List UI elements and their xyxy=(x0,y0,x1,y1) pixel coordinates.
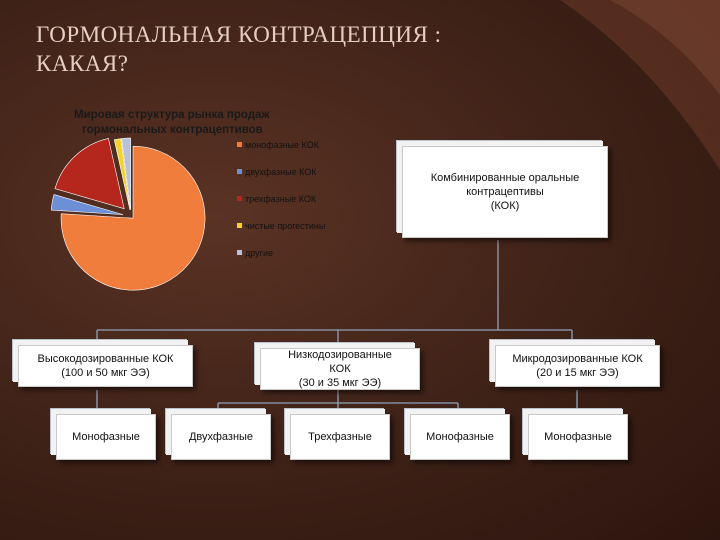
leaf-box-4: Монофазные xyxy=(410,414,510,460)
slide-title-line2: КАКАЯ? xyxy=(36,51,129,76)
chart-title-line1: Мировая структура рынка продаж xyxy=(74,109,270,121)
low-dose-line2: КОК xyxy=(329,363,351,375)
leaf-label-5: Монофазные xyxy=(544,431,612,443)
leaf-box-5: Монофазные xyxy=(528,414,628,460)
pie-slice-5 xyxy=(121,137,131,211)
leaf-label-4: Монофазные xyxy=(426,431,494,443)
high-dose-box: Высокодозированные КОК (100 и 50 мкг ЭЭ) xyxy=(18,345,193,387)
chart-legend: монофазные КОК двухфазные КОК трехфазные К… xyxy=(237,140,325,258)
slide-title: ГОРМОНАЛЬНАЯ КОНТРАЦЕПЦИЯ : КАКАЯ? xyxy=(36,20,596,78)
legend-label-4: чистые прогестины xyxy=(245,221,325,231)
chart-title-line2: гормональных контрацептивов xyxy=(82,124,263,136)
root-line3: (КОК) xyxy=(490,200,520,212)
low-dose-box: Низкодозированные КОК (30 и 35 мкг ЭЭ) xyxy=(260,348,420,390)
legend-swatch-5 xyxy=(237,250,242,255)
legend-swatch-4 xyxy=(237,223,242,228)
low-dose-line1: Низкодозированные xyxy=(288,349,392,361)
legend-swatch-2 xyxy=(237,169,242,174)
leaf-label-2: Двухфазные xyxy=(188,431,254,443)
legend-label-2: двухфазные КОК xyxy=(245,167,317,177)
diagram-root-box: Комбинированные оральные контрацептивы (… xyxy=(402,146,608,238)
micro-dose-box: Микродозированные КОК (20 и 15 мкг ЭЭ) xyxy=(495,345,660,387)
micro-dose-line2: (20 и 15 мкг ЭЭ) xyxy=(536,367,619,379)
legend-label-3: трехфазные КОК xyxy=(245,194,317,204)
root-line2: контрацептивы xyxy=(466,186,544,198)
legend-swatch-1 xyxy=(237,142,242,147)
pie-slice-4 xyxy=(113,138,131,211)
leaf-label-3: Трехфазные xyxy=(308,431,372,443)
leaf-label-1: Монофазные xyxy=(72,431,140,443)
high-dose-line1: Высокодозированные КОК xyxy=(37,353,174,365)
leaf-box-1: Монофазные xyxy=(56,414,156,460)
pie-slices xyxy=(50,137,206,291)
legend-label-5: другие xyxy=(245,248,273,258)
leaf-box-3: Трехфазные xyxy=(290,414,390,460)
pie-chart: Мировая структура рынка продаж гормональ… xyxy=(50,109,325,291)
leaf-box-2: Двухфазные xyxy=(171,414,271,460)
legend-label-1: монофазные КОК xyxy=(245,140,320,150)
high-dose-line2: (100 и 50 мкг ЭЭ) xyxy=(61,367,150,379)
legend-swatch-3 xyxy=(237,196,242,201)
pie-slice-1 xyxy=(60,145,206,291)
root-line1: Комбинированные оральные xyxy=(430,172,580,184)
low-dose-line3: (30 и 35 мкг ЭЭ) xyxy=(298,377,382,389)
pie-slice-3 xyxy=(54,138,125,210)
slide-title-line1: ГОРМОНАЛЬНАЯ КОНТРАЦЕПЦИЯ : xyxy=(36,22,442,47)
micro-dose-line1: Микродозированные КОК xyxy=(512,353,643,365)
pie-slice-2 xyxy=(50,194,124,215)
